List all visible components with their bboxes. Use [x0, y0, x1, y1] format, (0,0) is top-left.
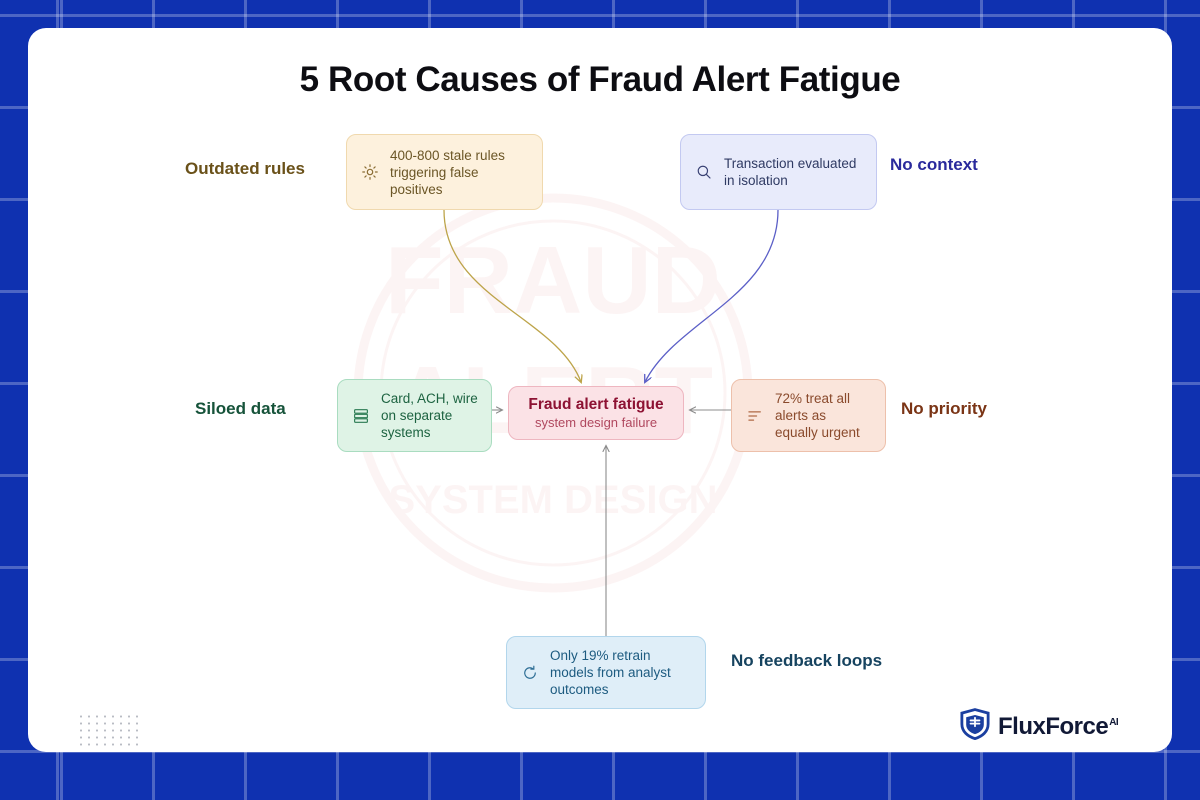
branch-label-no-context: No context [890, 155, 978, 174]
logo-wordmark: FluxForceAI [998, 712, 1119, 741]
search-icon [694, 162, 714, 182]
content-card: FRAUD ALERT SYSTEM DESIGN 5 Root Causes … [28, 28, 1172, 752]
database-icon [351, 406, 371, 426]
node-no-priority[interactable]: 72% treat all alerts as equally urgent [731, 379, 886, 452]
node-center-fraud-alert-fatigue[interactable]: Fraud alert fatigue system design failur… [508, 386, 684, 440]
node-text-outdated-rules: 400-800 stale rules triggering false pos… [390, 147, 505, 197]
center-node-title: Fraud alert fatigue [528, 396, 664, 413]
node-text-no-priority: 72% treat all alerts as equally urgent [775, 391, 860, 440]
node-siloed-data[interactable]: Card, ACH, wire on separate systems [337, 379, 492, 452]
node-no-feedback-loops[interactable]: Only 19% retrain models from analyst out… [506, 636, 706, 709]
branch-label-no-priority: No priority [901, 399, 987, 418]
node-outdated-rules[interactable]: 400-800 stale rules triggering false pos… [346, 134, 543, 210]
node-text-siloed-data: Card, ACH, wire on separate systems [381, 391, 478, 440]
sun-icon [360, 162, 380, 182]
sort-lines-icon [745, 406, 765, 426]
connector-outdated-rules [443, 209, 581, 382]
page-title: 5 Root Causes of Fraud Alert Fatigue [299, 60, 901, 99]
branch-label-no-feedback-loops: No feedback loops [731, 651, 883, 670]
center-node-subtitle: system design failure [534, 415, 658, 430]
svg-text:FRAUD: FRAUD [385, 227, 721, 334]
logo-name: FluxForce [998, 712, 1109, 740]
branch-label-outdated-rules: Outdated rules [185, 159, 305, 178]
branch-label-siloed-data: Siloed data [195, 399, 286, 418]
shield-icon [960, 708, 990, 745]
node-text-no-feedback-loops: Only 19% retrain models from analyst out… [550, 648, 671, 697]
brand-logo: FluxForceAI [960, 708, 1119, 745]
dot-grid-decoration [76, 712, 142, 750]
node-no-context[interactable]: Transaction evaluated in isolation [680, 134, 877, 210]
refresh-icon [520, 663, 540, 683]
logo-suffix-ai: AI [1109, 716, 1119, 728]
svg-text:SYSTEM DESIGN: SYSTEM DESIGN [389, 478, 718, 522]
node-text-no-context: Transaction evaluated in isolation [724, 156, 857, 188]
connector-no-context [645, 209, 779, 382]
